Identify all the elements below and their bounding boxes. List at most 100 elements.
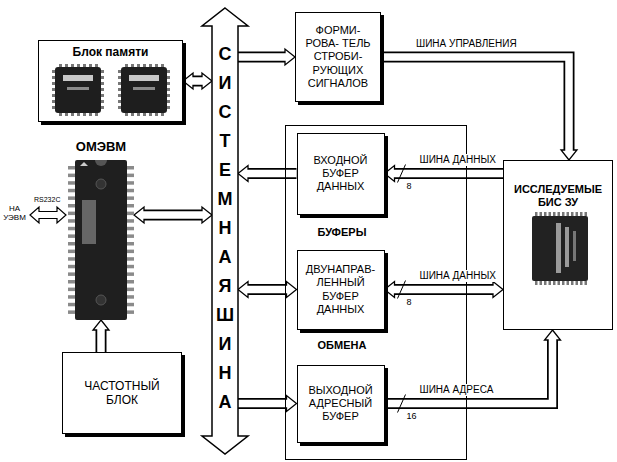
chip-pin [127, 181, 134, 185]
buffer-box: ДВУНАПРАВ- ЛЕННЫЙ БУФЕР ДАННЫХ [297, 250, 385, 330]
connector-outline [385, 340, 553, 404]
chip-pin [77, 113, 80, 116]
chip-pin [118, 70, 121, 73]
chip-pin [95, 64, 98, 67]
chip-pin [52, 82, 55, 85]
strobe-former-box: ФОРМИ- РОВА- ТЕЛЬ СТРОБИ- РУЮЩИХ СИГНАЛО… [295, 12, 381, 102]
node-label: ИССЛЕДУЕМЫЕ БИС ЗУ [508, 183, 608, 209]
chip-pin [125, 113, 128, 116]
chip-pin [52, 94, 55, 97]
chip-pin [558, 281, 561, 285]
connector-fill [246, 286, 290, 294]
chip-pin [535, 212, 538, 216]
node-heading: ОБМЕНА [296, 339, 388, 352]
chip-pin [127, 174, 134, 178]
chip-pin [585, 281, 588, 285]
bus-name-label: ШИНА УПРАВЛЕНИЯ [414, 38, 519, 50]
chip-pin [544, 281, 547, 285]
chip-pin [540, 281, 543, 285]
chip-pin [544, 212, 547, 216]
chip-pin [155, 64, 158, 67]
chip-pin [549, 212, 552, 216]
chip-pin [101, 82, 104, 85]
chip-pin [59, 64, 62, 67]
chip-pin [68, 280, 75, 284]
chip-marking [565, 227, 569, 267]
bus-title: СИСТЕМНАЯ ШИНА [216, 40, 234, 417]
chip-marking [133, 87, 155, 90]
chip-pin [553, 281, 556, 285]
chip-pin [68, 181, 75, 185]
chip-pin [562, 281, 565, 285]
chip-pin [127, 265, 134, 269]
chip-pin [68, 227, 75, 231]
node-label: ФОРМИ- РОВА- ТЕЛЬ СТРОБИ- РУЮЩИХ СИГНАЛО… [305, 24, 371, 90]
chip-marking [573, 231, 576, 261]
chip-pin [167, 94, 170, 97]
chip-pin [118, 88, 121, 91]
chip-pin [127, 250, 134, 254]
microcontroller-chip: ОМЭВМ [68, 160, 134, 320]
chip-marking [67, 87, 89, 90]
bus-connector [385, 330, 561, 404]
buffer-group: БУФЕРЫОБМЕНАВХОДНОЙ БУФЕР ДАННЫХДВУНАПРА… [285, 125, 467, 460]
bus-width-tick [398, 395, 406, 413]
chip-pin [161, 64, 164, 67]
chip-pin [77, 64, 80, 67]
chip-pin [125, 64, 128, 67]
memory-under-test-box: ИССЛЕДУЕМЫЕ БИС ЗУ [503, 160, 613, 330]
chip-marking [556, 223, 561, 273]
chip-pin [65, 113, 68, 116]
chip-pin [127, 288, 134, 292]
chip-pin [118, 82, 121, 85]
chip-pin [167, 70, 170, 73]
chip-pin [68, 189, 75, 193]
chip-pin [68, 234, 75, 238]
bus-connector [238, 49, 295, 65]
chip-pin [127, 227, 134, 231]
frequency-block: ЧАСТОТНЫЙ БЛОК [62, 352, 182, 434]
chip-pin [118, 100, 121, 103]
chip-pin [68, 310, 75, 314]
node-heading: ОМЭВМ [48, 139, 154, 155]
chip-pin [167, 82, 170, 85]
node-label: ВЫХОДНОЙ АДРЕСНЫЙ БУФЕР [302, 384, 380, 424]
memory-block: Блок памяти [38, 40, 183, 122]
chip-pin [585, 212, 588, 216]
chip-pin [101, 76, 104, 79]
chip-pin [137, 113, 140, 116]
bus-connector [385, 166, 504, 182]
chip-pin [89, 64, 92, 67]
link-target-label: НА УЭВМ [2, 204, 27, 222]
chip-pin [68, 166, 75, 170]
node-label: ЧАСТОТНЫЙ БЛОК [75, 379, 169, 408]
chip-pin [71, 113, 74, 116]
chip-pin [68, 196, 75, 200]
connector-fill [97, 328, 105, 353]
chip-notch [95, 160, 107, 166]
chip-pin [127, 212, 134, 216]
bus-connector [183, 73, 212, 89]
chip-pin [149, 113, 152, 116]
microcontroller-chip-drawing [68, 160, 134, 320]
chip-pin [127, 166, 134, 170]
chip-pin [118, 76, 121, 79]
chip-pin [155, 113, 158, 116]
chip-pin [131, 113, 134, 116]
chip-pin [143, 64, 146, 67]
chip-pin [68, 250, 75, 254]
node-label: ВХОДНОЙ БУФЕР ДАННЫХ [302, 154, 380, 194]
bus-width-ticks [398, 165, 406, 413]
chip-pin [576, 212, 579, 216]
system-bus: СИСТЕМНАЯ ШИНА [212, 8, 238, 454]
chip-pin [149, 64, 152, 67]
chip-pin [167, 106, 170, 109]
chip-pin [571, 212, 574, 216]
node-label: Блок памяти [43, 45, 178, 59]
chip-pin [101, 100, 104, 103]
node-label: ДВУНАПРАВ- ЛЕННЫЙ БУФЕР ДАННЫХ [302, 263, 380, 316]
chip-pin [567, 281, 570, 285]
chip-pin [101, 94, 104, 97]
bus-width-number: 8 [407, 181, 412, 191]
